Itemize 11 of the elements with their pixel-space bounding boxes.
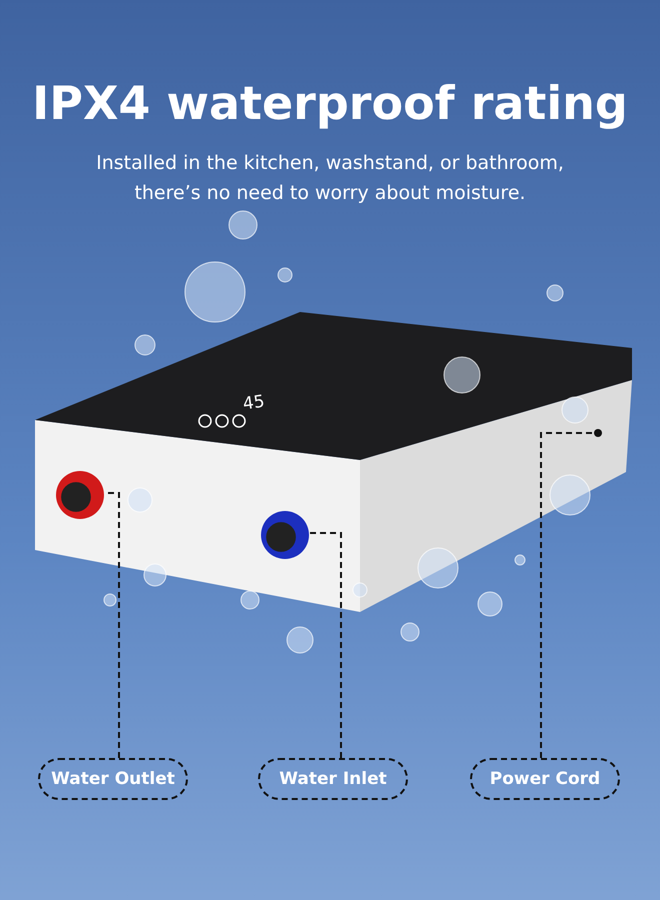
title: IPX4 waterproof rating (31, 75, 629, 131)
display-reading: 45 (242, 392, 266, 414)
leader-line (309, 532, 342, 758)
cord-port-icon (594, 429, 602, 437)
callout-label: Power Cord (470, 758, 620, 800)
subtitle: Installed in the kitchen, washstand, or bathroom, there’s no need to worry about moisture. (95, 151, 565, 206)
callout-label: Water Outlet (38, 758, 188, 800)
leader-line (540, 432, 594, 758)
pipe-fitting-drawing (56, 471, 104, 519)
pipe-fitting-drawing (261, 511, 309, 559)
callout-label: Water Inlet (258, 758, 408, 800)
